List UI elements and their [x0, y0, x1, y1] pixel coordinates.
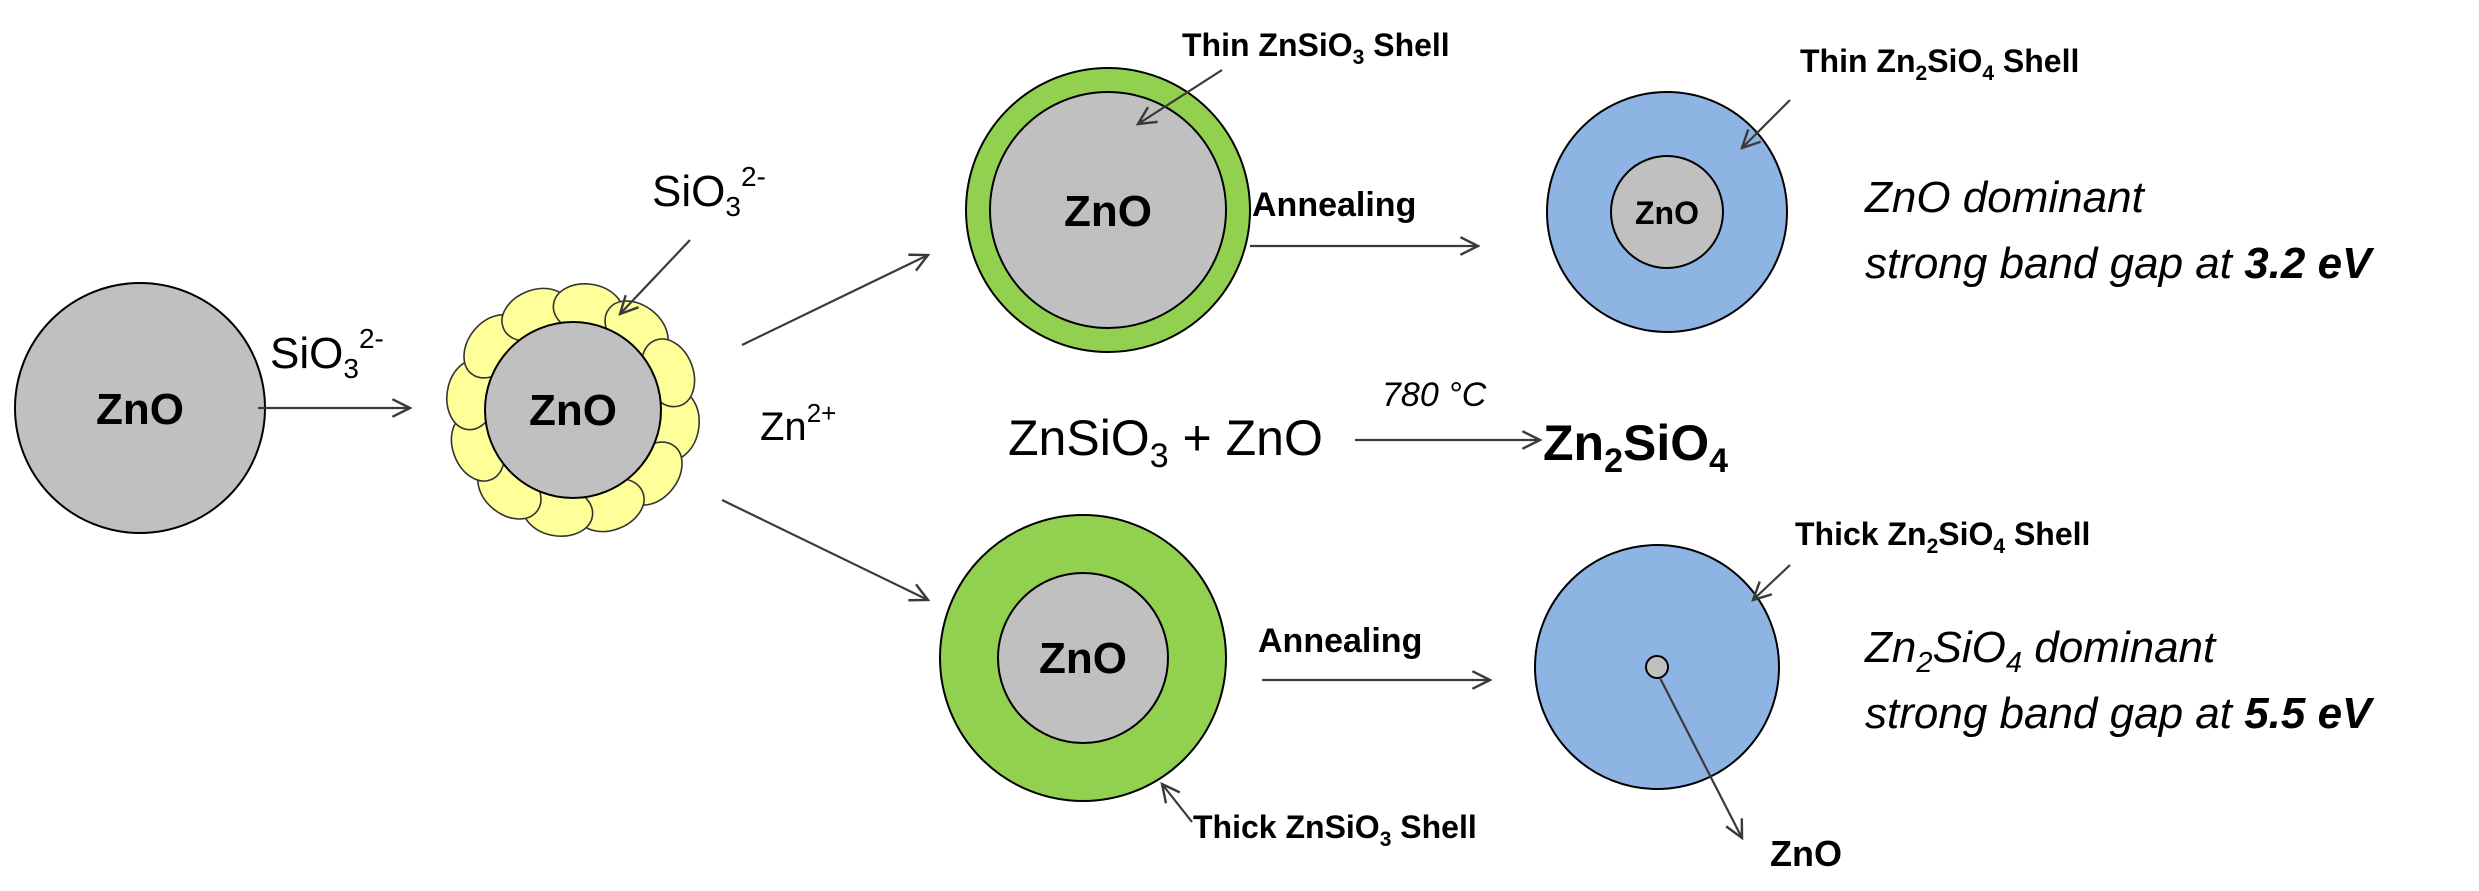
silicate-pointer-label: SiO32-: [620, 161, 766, 314]
silicate-addition-step: SiO32-: [258, 323, 410, 408]
zno-core: [484, 321, 662, 499]
thick-znsio3-shell-particle: ZnO: [939, 514, 1227, 802]
result-bottom-line1: Zn2SiO4 dominant: [1864, 623, 2217, 679]
thin-znsio3-pointer: [1138, 69, 1223, 124]
thick-znsio3-pointer: [1162, 784, 1193, 823]
zinc-ion-label: Zn2+: [760, 398, 836, 449]
tiny-zno-pointer: [1659, 677, 1742, 838]
reaction-reactants: ZnSiO3 + ZnO: [1008, 410, 1323, 475]
thin-shell-core-label: ZnO: [1064, 187, 1152, 236]
thick-zn2sio4-pointer: [1753, 564, 1791, 600]
initial-zno-particle: ZnO: [14, 282, 266, 534]
thick-shell-core-label: ZnO: [1039, 634, 1127, 683]
silicate-reagent-label: SiO32-: [270, 323, 384, 384]
thin-znsio3-shell-label: Thin ZnSiO3 Shell: [1182, 27, 1450, 69]
branch-arrow-up: [741, 255, 928, 346]
zno-with-silicate-particles: ZnO: [446, 283, 700, 537]
thick-zn2sio4-shell-label: Thick Zn2SiO4 Shell: [1795, 516, 2090, 558]
annealing-bottom-label: Annealing: [1258, 622, 1422, 660]
silicate-label-top: SiO32-: [652, 161, 766, 222]
zno-core-label: ZnO: [529, 386, 617, 435]
tiny-zno-core: [1645, 655, 1669, 679]
thin-zn2sio4-shell-label: Thin Zn2SiO4 Shell: [1800, 43, 2079, 85]
thin-znsio3-shell-particle: ZnO: [965, 67, 1251, 353]
silicate-pointer-arrow: [620, 239, 691, 314]
branch-arrow-down: [721, 499, 928, 600]
initial-zno-label: ZnO: [96, 385, 184, 434]
thick-zn2sio4-shell-particle: [1534, 544, 1780, 790]
thick-znsio3-shell-label: Thick ZnSiO3 Shell: [1193, 809, 1477, 851]
result-top-line1: ZnO dominant: [1864, 173, 2146, 222]
result-bottom-line2: strong band gap at 5.5 eV: [1865, 689, 2375, 738]
reaction-temperature: 780 °C: [1382, 376, 1487, 414]
thin-zn2sio4-shell-particle: ZnO: [1546, 91, 1788, 333]
annealing-top-label: Annealing: [1252, 186, 1416, 224]
reaction-product: Zn2SiO4: [1543, 415, 1728, 480]
result-top-line2: strong band gap at 3.2 eV: [1865, 239, 2375, 288]
reaction-equation: ZnSiO3 + ZnO 780 °C Zn2SiO4: [1008, 376, 1728, 480]
thin-zn2sio4-pointer: [1742, 99, 1791, 148]
tiny-zno-label: ZnO: [1770, 833, 1842, 874]
thin-zn2sio4-core-label: ZnO: [1635, 195, 1699, 231]
